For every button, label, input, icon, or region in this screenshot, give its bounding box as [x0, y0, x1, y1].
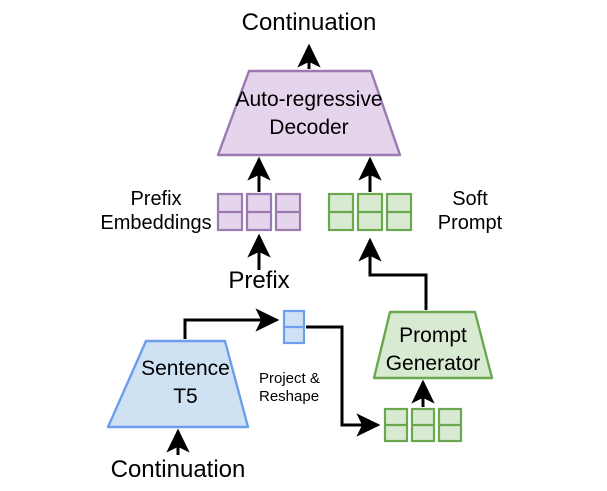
- auto-regressive-decoder-shape: [216, 69, 402, 157]
- soft-prompt-label: Soft Prompt: [437, 188, 503, 234]
- arrow-prompt-generator-to-soft-prompt: [358, 237, 428, 310]
- prefix-label: Prefix: [228, 267, 290, 294]
- soft-prompt-group: [327, 192, 413, 232]
- soft-prompt-token: [385, 192, 413, 232]
- soft-prompt-token: [356, 192, 384, 232]
- sentence-t5-shape: [106, 339, 250, 429]
- projected-vector-token: [282, 309, 306, 345]
- soft-prompt-token: [327, 192, 355, 232]
- arrow-projected-vector-to-generator-input: [306, 325, 381, 437]
- generator-input-token: [383, 407, 409, 443]
- prefix-embedding-token: [216, 192, 244, 232]
- prefix-embeddings-label: Prefix Embeddings: [100, 188, 212, 234]
- generator-input-group: [383, 407, 463, 443]
- arrow-sentence-t5-to-projected-vector: [183, 308, 280, 339]
- page-title-bottom: Continuation: [110, 456, 246, 483]
- page-title-top: Continuation: [241, 9, 377, 36]
- prefix-embeddings-group: [216, 192, 302, 232]
- generator-input-token: [437, 407, 463, 443]
- prompt-generator-shape: [372, 310, 494, 380]
- prefix-embedding-token: [245, 192, 273, 232]
- generator-input-token: [410, 407, 436, 443]
- prefix-embedding-token: [274, 192, 302, 232]
- project-and-reshape-label: Project & Reshape: [259, 370, 320, 405]
